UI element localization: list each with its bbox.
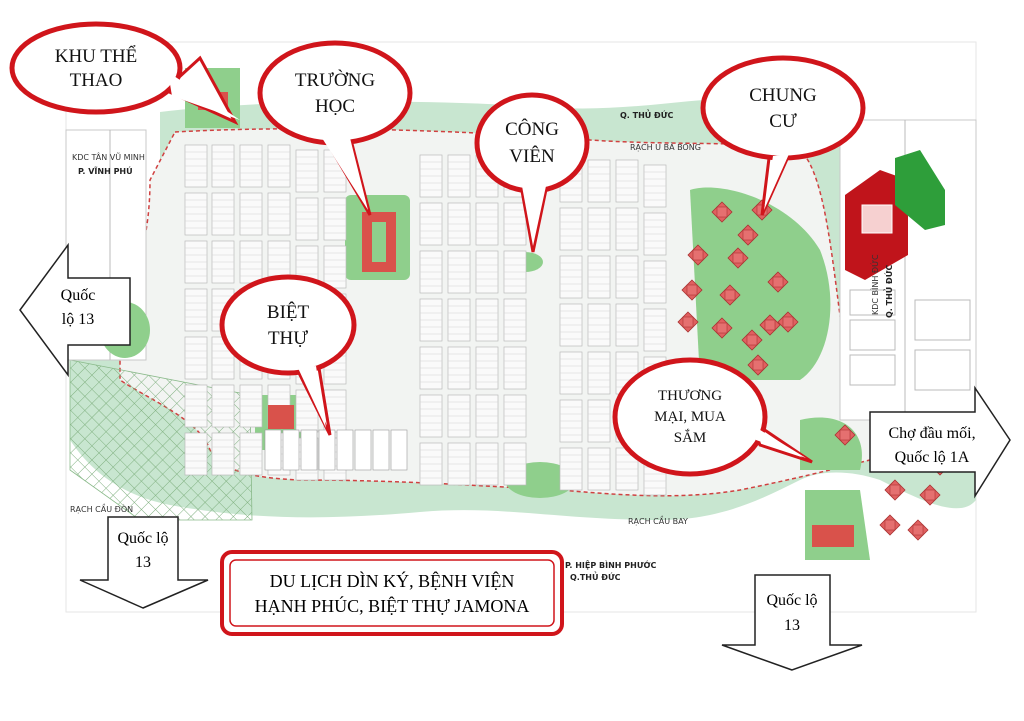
arrow-west: Quốc lộ 13 — [19, 242, 131, 378]
callout-park-line1: CÔNG — [505, 118, 559, 140]
arrow-sw-line2: 13 — [135, 554, 151, 571]
callout-school-line1: TRƯỜNG — [295, 69, 375, 91]
callout-commerce-line2: MẠI, MUA — [654, 409, 726, 425]
label-q-thu-duc-east: Q. THỦ ĐỨC — [882, 265, 894, 318]
arrow-west-line1: Quốc — [61, 287, 96, 304]
callout-commerce: THƯƠNG MẠI, MUA SẮM — [612, 357, 813, 477]
callout-sports-line1: KHU THỂ — [55, 45, 138, 67]
label-rach-cau-bay: RẠCH CẦU BAY — [628, 514, 688, 527]
villa-building — [268, 405, 294, 429]
arrow-se-line2: 13 — [784, 617, 800, 634]
callout-school: TRƯỜNG HỌC — [257, 40, 413, 216]
villa-lot — [300, 429, 318, 471]
callout-sports-line2: THAO — [70, 70, 123, 91]
arrow-east-line2: Quốc lộ 1A — [895, 449, 970, 466]
villa-lot — [318, 429, 336, 471]
label-kdc-tan-vu-minh: KDC TÂN VŨ MINH — [72, 151, 145, 162]
callout-villa: BIỆT THỰ — [219, 274, 357, 436]
villa-lot — [282, 429, 300, 471]
callout-villa-line2: THỰ — [268, 328, 308, 349]
arrow-west-line2: lộ 13 — [62, 311, 94, 328]
label-p-hiep-binh-phuoc: P. HIỆP BÌNH PHƯỚC — [565, 559, 656, 570]
callout-sports: KHU THỂ THAO — [9, 21, 240, 126]
arrow-south-east: Quốc lộ 13 — [721, 574, 863, 671]
villa-lot — [354, 429, 372, 471]
label-rach-cau-don: RẠCH CẦU ĐÒN — [70, 502, 133, 515]
arrow-east: Chợ đầu mối, Quốc lộ 1A — [869, 385, 1011, 499]
callout-park: CÔNG VIÊN — [474, 92, 590, 253]
info-box-line1: DU LỊCH DÌN KÝ, BỆNH VIỆN — [270, 570, 515, 591]
arrow-east-line1: Chợ đầu mối, — [888, 425, 975, 442]
label-kdc-binh-duc: KDC BÌNH ĐỨC — [869, 254, 880, 315]
callout-villa-line1: BIỆT — [267, 301, 310, 323]
arrow-sw-line1: Quốc lộ — [117, 530, 168, 547]
callout-commerce-line3: SẮM — [674, 429, 707, 446]
school-building — [362, 212, 396, 272]
callout-school-line2: HỌC — [315, 96, 355, 117]
label-p-vinh-phu: P. VĨNH PHÚ — [78, 165, 133, 176]
villa-lot — [390, 429, 408, 471]
label-q-thu-duc-south: Q.THỦ ĐỨC — [570, 570, 621, 582]
arrow-se-line1: Quốc lộ — [766, 592, 817, 609]
villa-lot — [264, 429, 282, 471]
callout-commerce-line1: THƯƠNG — [658, 388, 722, 404]
villa-lot — [372, 429, 390, 471]
commerce-building — [812, 525, 854, 547]
info-box-line2: HẠNH PHÚC, BIỆT THỰ JAMONA — [255, 595, 530, 616]
arrow-south-west: Quốc lộ 13 — [79, 516, 209, 609]
sports-green-block — [895, 150, 945, 230]
callout-apartment: CHUNG CƯ — [700, 55, 866, 216]
callout-park-line2: VIÊN — [509, 145, 555, 167]
label-rach-u-ba-bong: RẠCH U BÀ BÓNG — [630, 141, 701, 153]
label-thu-duc-north: Q. THỦ ĐỨC — [620, 108, 673, 120]
villa-lot — [336, 429, 354, 471]
info-box: DU LỊCH DÌN KÝ, BỆNH VIỆN HẠNH PHÚC, BIỆ… — [220, 550, 564, 636]
callout-apartment-line2: CƯ — [769, 111, 797, 132]
callout-apartment-line1: CHUNG — [749, 85, 817, 106]
